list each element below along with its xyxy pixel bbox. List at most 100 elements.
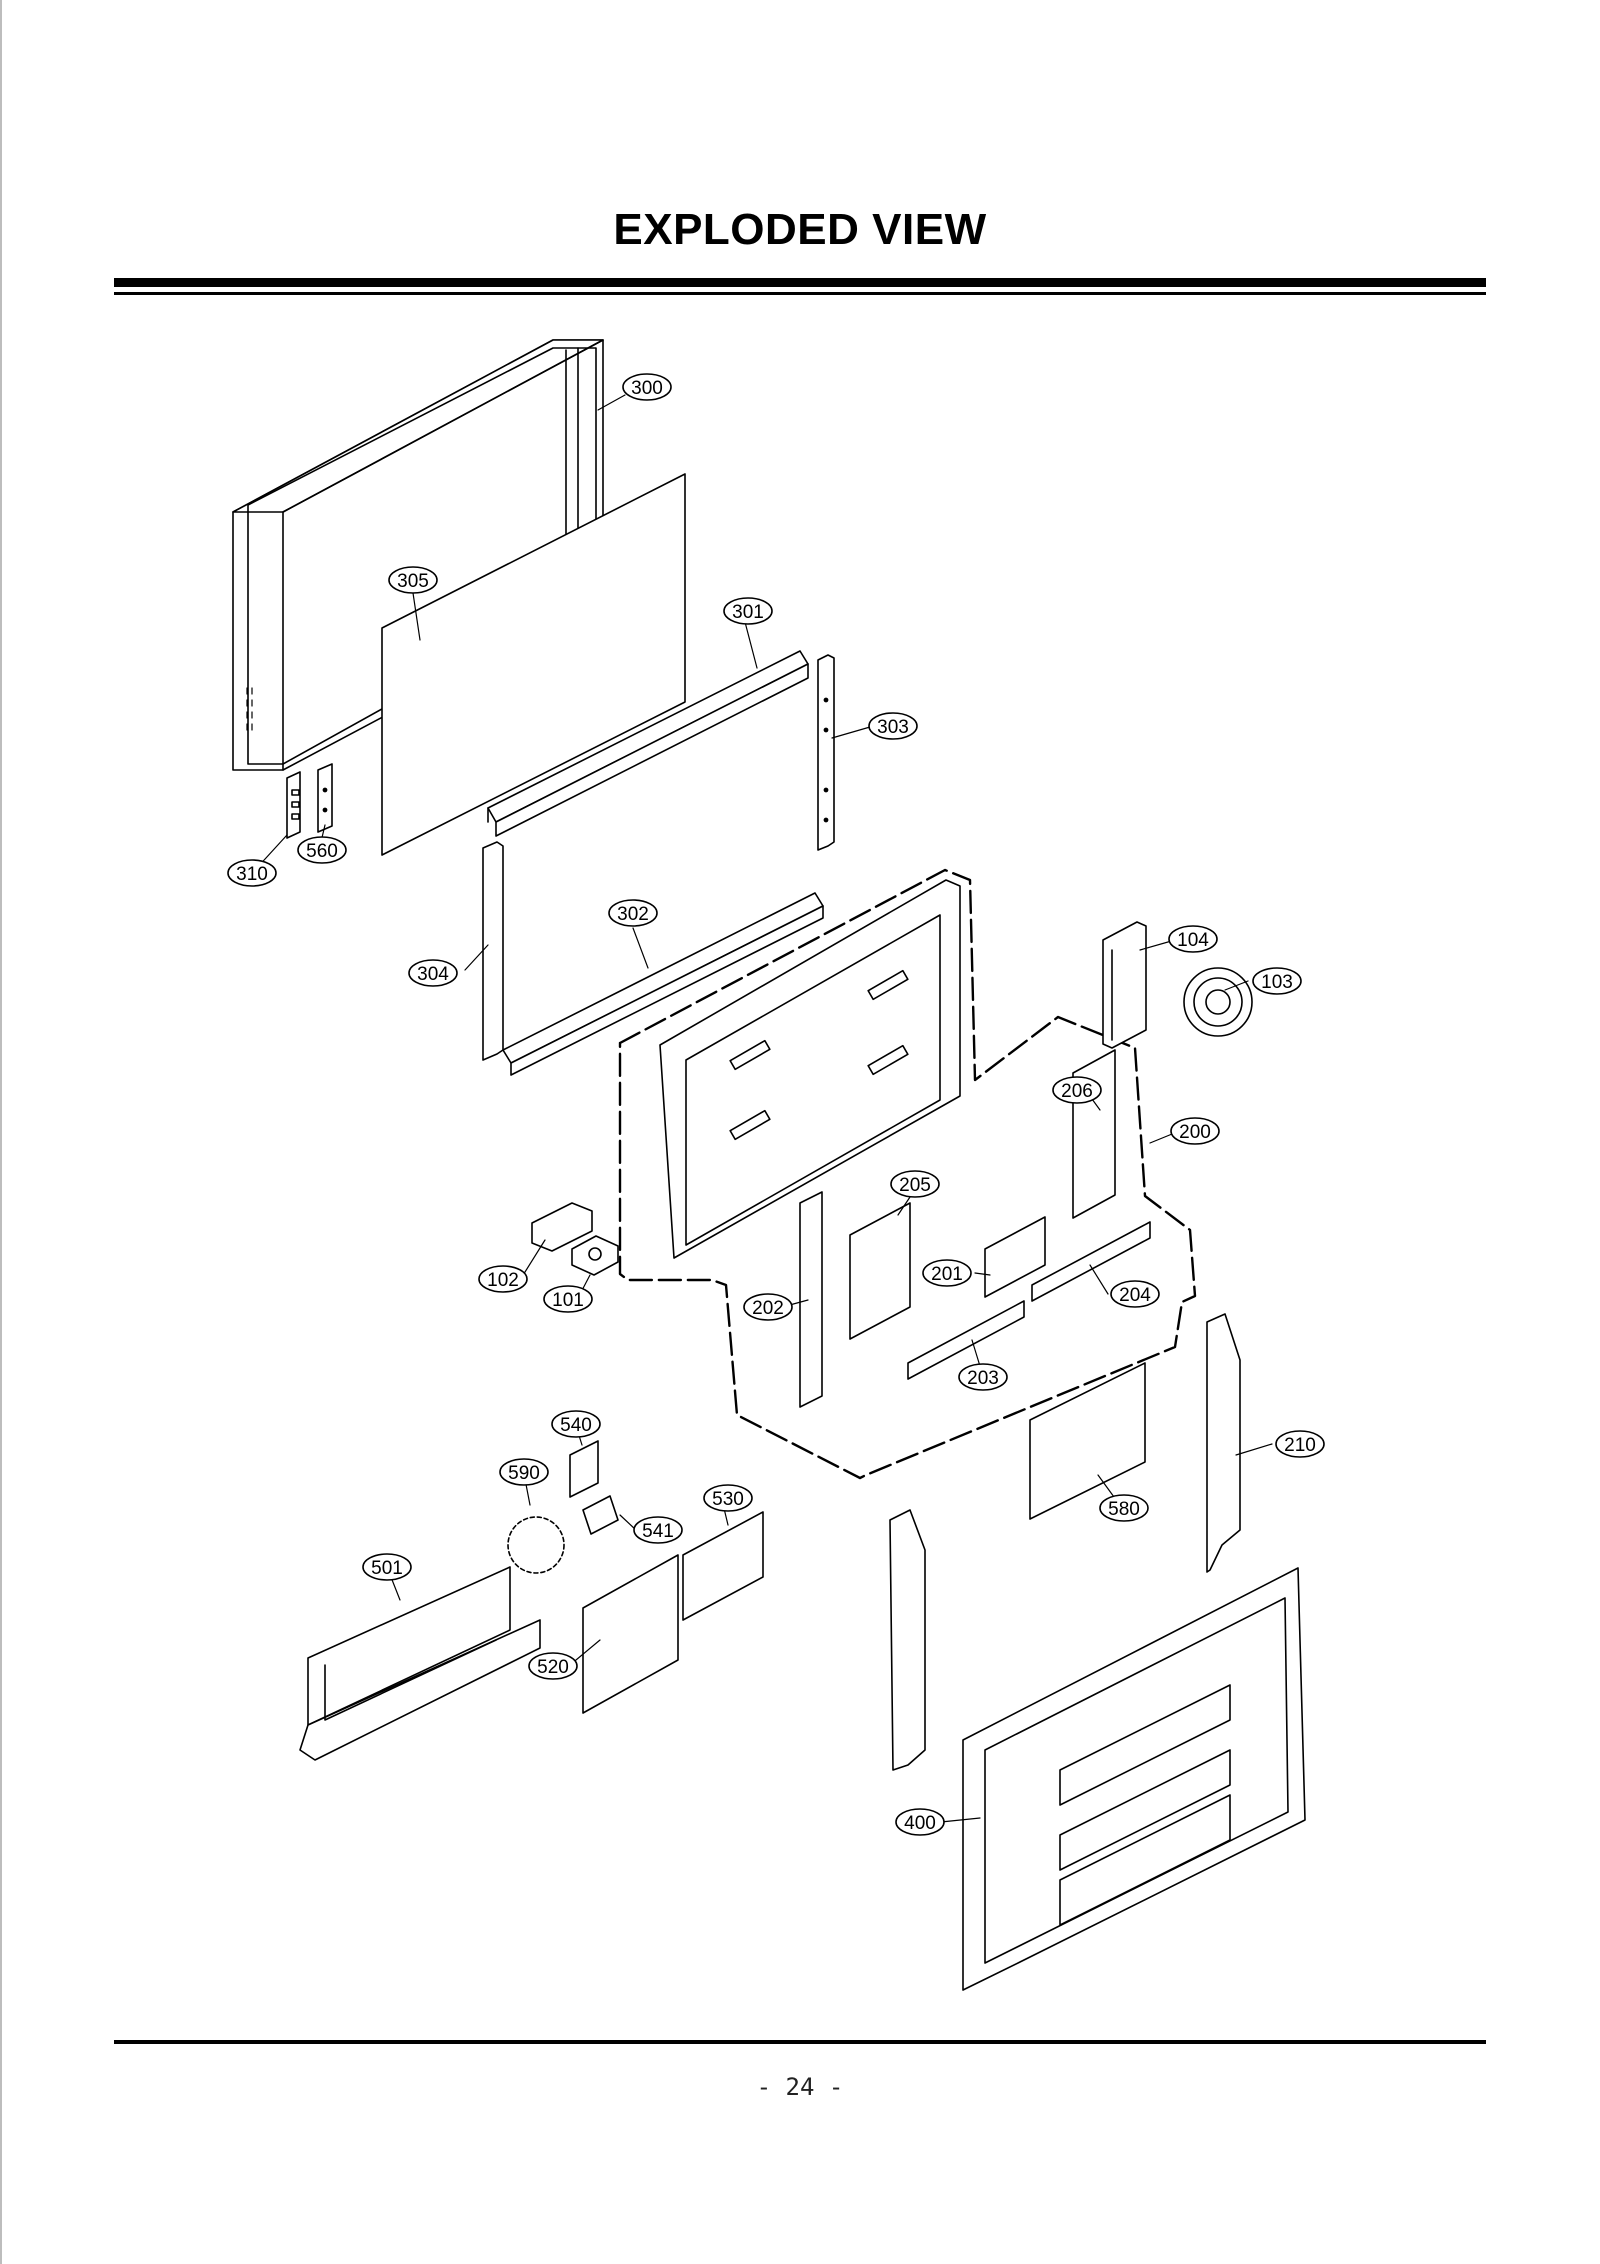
callout-label: 101 bbox=[552, 1290, 584, 1311]
callout-label: 580 bbox=[1108, 1499, 1140, 1520]
module-frame-part bbox=[659, 879, 961, 1259]
callout-bubble bbox=[551, 1410, 601, 1438]
board-204-part bbox=[1031, 1221, 1151, 1302]
callout-label: 400 bbox=[904, 1813, 936, 1834]
callout-label: 302 bbox=[617, 904, 649, 925]
right-stand-bracket-210-part bbox=[1206, 1313, 1241, 1573]
callout-520: 520 bbox=[528, 1652, 578, 1680]
callout-label: 102 bbox=[487, 1270, 519, 1291]
callout-label: 303 bbox=[877, 717, 909, 738]
callout-bubble bbox=[1170, 1117, 1220, 1145]
callout-label: 530 bbox=[712, 1489, 744, 1510]
callout-bubble bbox=[499, 1458, 549, 1486]
callout-bubble bbox=[388, 566, 438, 594]
callout-bubble bbox=[868, 712, 918, 740]
header-rule-thin bbox=[114, 292, 1486, 295]
callout-203: 203 bbox=[958, 1363, 1008, 1391]
callout-bubble bbox=[1099, 1494, 1149, 1522]
callout-102: 102 bbox=[478, 1265, 528, 1293]
callout-304: 304 bbox=[408, 959, 458, 987]
pcb-530-part bbox=[682, 1511, 764, 1621]
page-number: - 24 - bbox=[756, 2073, 844, 2101]
callout-label: 501 bbox=[371, 1558, 403, 1579]
callout-590: 590 bbox=[499, 1458, 549, 1486]
callout-303: 303 bbox=[868, 712, 918, 740]
callout-301: 301 bbox=[723, 597, 773, 625]
callout-210: 210 bbox=[1275, 1430, 1325, 1458]
callout-label: 206 bbox=[1061, 1081, 1093, 1102]
callout-bubble bbox=[1110, 1280, 1160, 1308]
front-cabinet-part bbox=[232, 339, 604, 771]
board-203-part bbox=[907, 1300, 1025, 1380]
connector-590-part bbox=[507, 1516, 565, 1574]
callout-302: 302 bbox=[608, 899, 658, 927]
callout-bubble bbox=[362, 1553, 412, 1581]
callout-300: 300 bbox=[622, 373, 672, 401]
callout-201: 201 bbox=[922, 1259, 972, 1287]
callout-bubble bbox=[478, 1265, 528, 1293]
callout-bubble bbox=[958, 1363, 1008, 1391]
speaker-cover-501-part bbox=[299, 1566, 541, 1761]
callout-bubble bbox=[528, 1652, 578, 1680]
callout-bubble bbox=[1252, 967, 1302, 995]
callout-label: 520 bbox=[537, 1657, 569, 1678]
callout-label: 201 bbox=[931, 1264, 963, 1285]
left-side-bracket-part bbox=[482, 841, 504, 1061]
fan-bracket-part bbox=[1102, 921, 1147, 1049]
main-board-520-part bbox=[582, 1554, 679, 1714]
right-side-bracket-part bbox=[817, 654, 835, 851]
pcb-201-part bbox=[984, 1216, 1046, 1298]
callout-label: 304 bbox=[417, 964, 449, 985]
pcb-205-part bbox=[849, 1202, 911, 1340]
callout-label: 200 bbox=[1179, 1122, 1211, 1143]
cooling-fan-part bbox=[1183, 967, 1253, 1037]
callout-bubble bbox=[723, 597, 773, 625]
callout-bubble bbox=[922, 1259, 972, 1287]
callout-104: 104 bbox=[1168, 925, 1218, 953]
callout-400: 400 bbox=[895, 1808, 945, 1836]
page-left-edge bbox=[0, 0, 2, 2264]
callout-bubble bbox=[227, 859, 277, 887]
callout-bubble bbox=[297, 836, 347, 864]
callout-310: 310 bbox=[227, 859, 277, 887]
callout-580: 580 bbox=[1099, 1494, 1149, 1522]
connector-bracket-541-part bbox=[582, 1495, 619, 1535]
bottom-bracket-rail-part bbox=[502, 892, 824, 1076]
callout-bubble bbox=[408, 959, 458, 987]
callout-bubble bbox=[543, 1285, 593, 1313]
callout-200: 200 bbox=[1170, 1117, 1220, 1145]
callout-bubble bbox=[703, 1484, 753, 1512]
callout-530: 530 bbox=[703, 1484, 753, 1512]
back-cover-400-part bbox=[962, 1567, 1306, 1991]
callout-103: 103 bbox=[1252, 967, 1302, 995]
callout-560: 560 bbox=[297, 836, 347, 864]
front-cabinet-buttons bbox=[246, 687, 253, 731]
page-title: EXPLODED VIEW bbox=[613, 205, 987, 254]
callout-label: 210 bbox=[1284, 1435, 1316, 1456]
callout-label: 104 bbox=[1177, 930, 1209, 951]
callout-label: 310 bbox=[236, 864, 268, 885]
callout-label: 204 bbox=[1119, 1285, 1151, 1306]
power-board-580-part bbox=[1029, 1362, 1146, 1520]
callout-label: 203 bbox=[967, 1368, 999, 1389]
pcb-540-part bbox=[569, 1440, 599, 1498]
callout-540: 540 bbox=[551, 1410, 601, 1438]
callout-label: 305 bbox=[397, 571, 429, 592]
callout-label: 540 bbox=[560, 1415, 592, 1436]
callout-541: 541 bbox=[633, 1516, 683, 1544]
header-rule-thick bbox=[114, 278, 1486, 287]
small-fan-part bbox=[571, 1235, 619, 1276]
callout-label: 205 bbox=[899, 1175, 931, 1196]
led-board-part bbox=[317, 763, 333, 833]
callout-205: 205 bbox=[890, 1170, 940, 1198]
callout-305: 305 bbox=[388, 566, 438, 594]
left-stand-bracket-part bbox=[889, 1509, 926, 1771]
callout-layer: 300 305 301 303 310 560 304 302 104 103 206 200 205 2… bbox=[227, 373, 1325, 1836]
module-assembly-boundary bbox=[618, 868, 1197, 1480]
callout-bubble bbox=[622, 373, 672, 401]
callout-bubble bbox=[1052, 1076, 1102, 1104]
footer-rule bbox=[114, 2040, 1486, 2044]
callout-label: 103 bbox=[1261, 972, 1293, 993]
callout-206: 206 bbox=[1052, 1076, 1102, 1104]
